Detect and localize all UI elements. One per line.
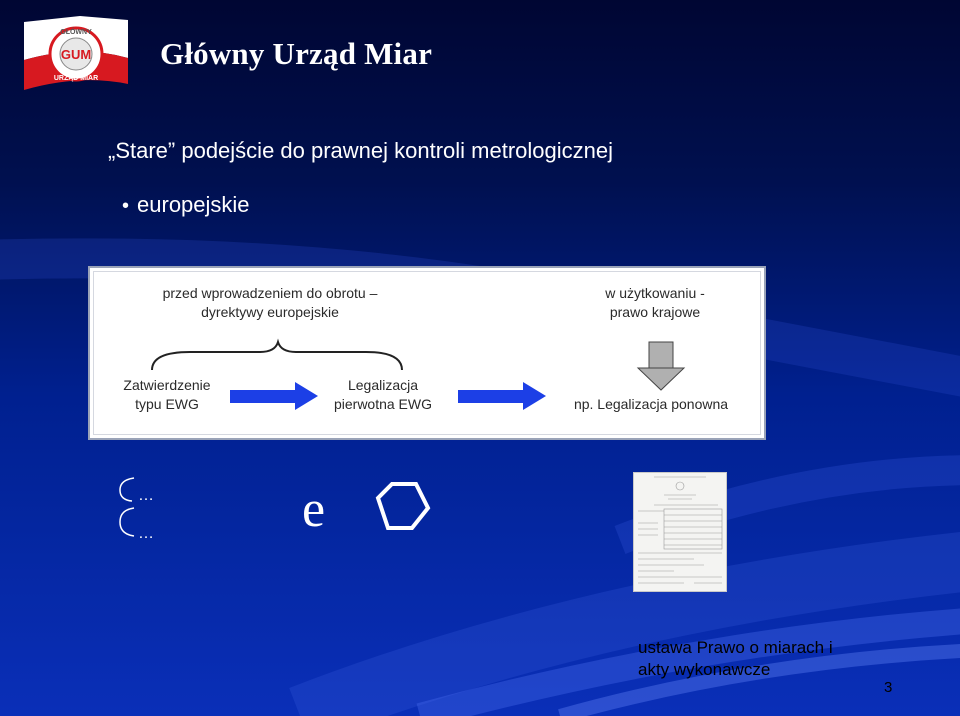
bullet-text: europejskie — [137, 192, 250, 217]
arrow-right-icon — [230, 382, 318, 410]
ec-approval-mark-icon — [119, 477, 135, 537]
step-initial-verification: Legalizacja pierwotna EWG — [333, 377, 433, 412]
organization-title: Główny Urząd Miar — [160, 36, 433, 71]
marking-symbols: … … e — [112, 470, 442, 550]
gum-logo: GUM GŁÓWNY URZĄD MIAR — [20, 14, 132, 94]
epsilon-mark-text: … — [138, 525, 154, 542]
document-thumbnail — [634, 473, 726, 591]
diagram-header-right: w użytkowaniu - prawo krajowe — [605, 285, 705, 320]
bullet-icon: • — [122, 195, 130, 217]
arrow-down-icon — [636, 341, 686, 391]
svg-text:GŁÓWNY: GŁÓWNY — [60, 27, 92, 36]
caption: ustawa Prawo o miarach i akty wykonawcze — [638, 637, 878, 681]
diagram-header-left: przed wprowadzeniem do obrotu – dyrektyw… — [162, 285, 378, 320]
epsilon-mark-text: … — [138, 487, 154, 504]
process-diagram: przed wprowadzeniem do obrotu – dyrektyw… — [88, 266, 766, 440]
svg-text:URZĄD MIAR: URZĄD MIAR — [54, 75, 98, 82]
bullet-item: • europejskie — [122, 192, 250, 218]
caption-line: ustawa Prawo o miarach i — [638, 638, 833, 657]
step-reverification: np. Legalizacja ponowna — [573, 396, 729, 412]
diagram-graphics — [151, 338, 686, 410]
step-type-approval: Zatwierdzenie typu EWG — [123, 377, 211, 412]
slide-subtitle: „Stare” podejście do prawnej kontroli me… — [108, 138, 614, 163]
hexagon-mark-icon — [375, 482, 431, 530]
svg-text:GUM: GUM — [61, 47, 91, 62]
page-number: 3 — [884, 679, 893, 696]
caption-line: akty wykonawcze — [638, 660, 771, 679]
e-mark-text: e — [302, 481, 325, 538]
arrow-right-icon — [458, 382, 546, 410]
